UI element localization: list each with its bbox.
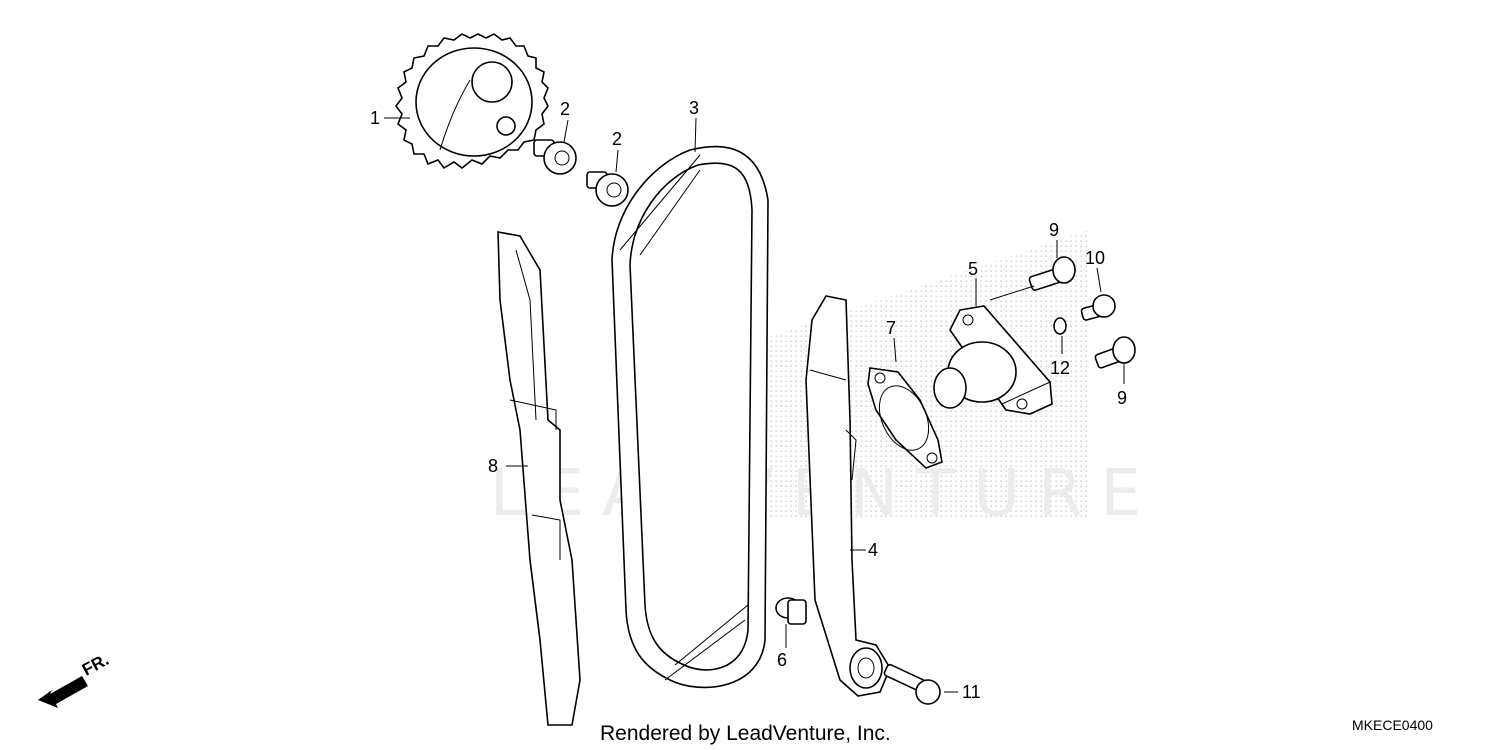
callout-3: 3 — [689, 98, 699, 118]
front-direction-indicator: FR. — [38, 650, 112, 708]
tensioner-pivot-bolt[interactable] — [775, 597, 807, 625]
callout-12: 12 — [1050, 358, 1070, 378]
cam-chain-tensioner-lifter[interactable] — [933, 305, 1053, 415]
callout-10: 10 — [1085, 248, 1105, 268]
tensioner-arm-bolt[interactable] — [883, 663, 941, 705]
sealing-washer[interactable] — [1053, 317, 1067, 335]
callout-11: 11 — [962, 682, 981, 702]
callout-2b: 2 — [612, 129, 622, 149]
tensioner-gasket[interactable] — [867, 367, 943, 469]
callout-4: 4 — [868, 540, 878, 560]
cam-sprocket-bolt-lower[interactable] — [586, 171, 629, 207]
callout-7: 7 — [886, 318, 896, 338]
cam-chain-guide[interactable] — [497, 231, 581, 726]
callout-6: 6 — [777, 650, 787, 670]
sealing-bolt[interactable] — [1080, 294, 1116, 321]
diagram-code: MKECE0400 — [1352, 717, 1433, 733]
callout-8: 8 — [488, 456, 498, 476]
front-arrow-icon — [38, 676, 88, 708]
cam-sprocket-bolt-upper[interactable] — [533, 139, 577, 175]
tensioner-bolt-upper[interactable] — [1028, 256, 1076, 291]
callout-9b: 9 — [1117, 388, 1127, 408]
footer-credit: Rendered by LeadVenture, Inc. — [600, 722, 891, 745]
callouts: 1 2 2 3 4 5 6 7 8 9 9 10 11 12 — [370, 98, 1127, 702]
direction-label: FR. — [79, 650, 112, 680]
callout-5: 5 — [968, 259, 978, 279]
cam-chain-tensioner-arm[interactable] — [805, 295, 891, 697]
callout-9a: 9 — [1049, 220, 1059, 240]
cam-chain[interactable] — [611, 145, 769, 689]
callout-1: 1 — [370, 108, 380, 128]
callout-2a: 2 — [560, 99, 570, 119]
tensioner-bolt-lower[interactable] — [1094, 336, 1136, 369]
cam-sprocket[interactable] — [395, 33, 549, 170]
